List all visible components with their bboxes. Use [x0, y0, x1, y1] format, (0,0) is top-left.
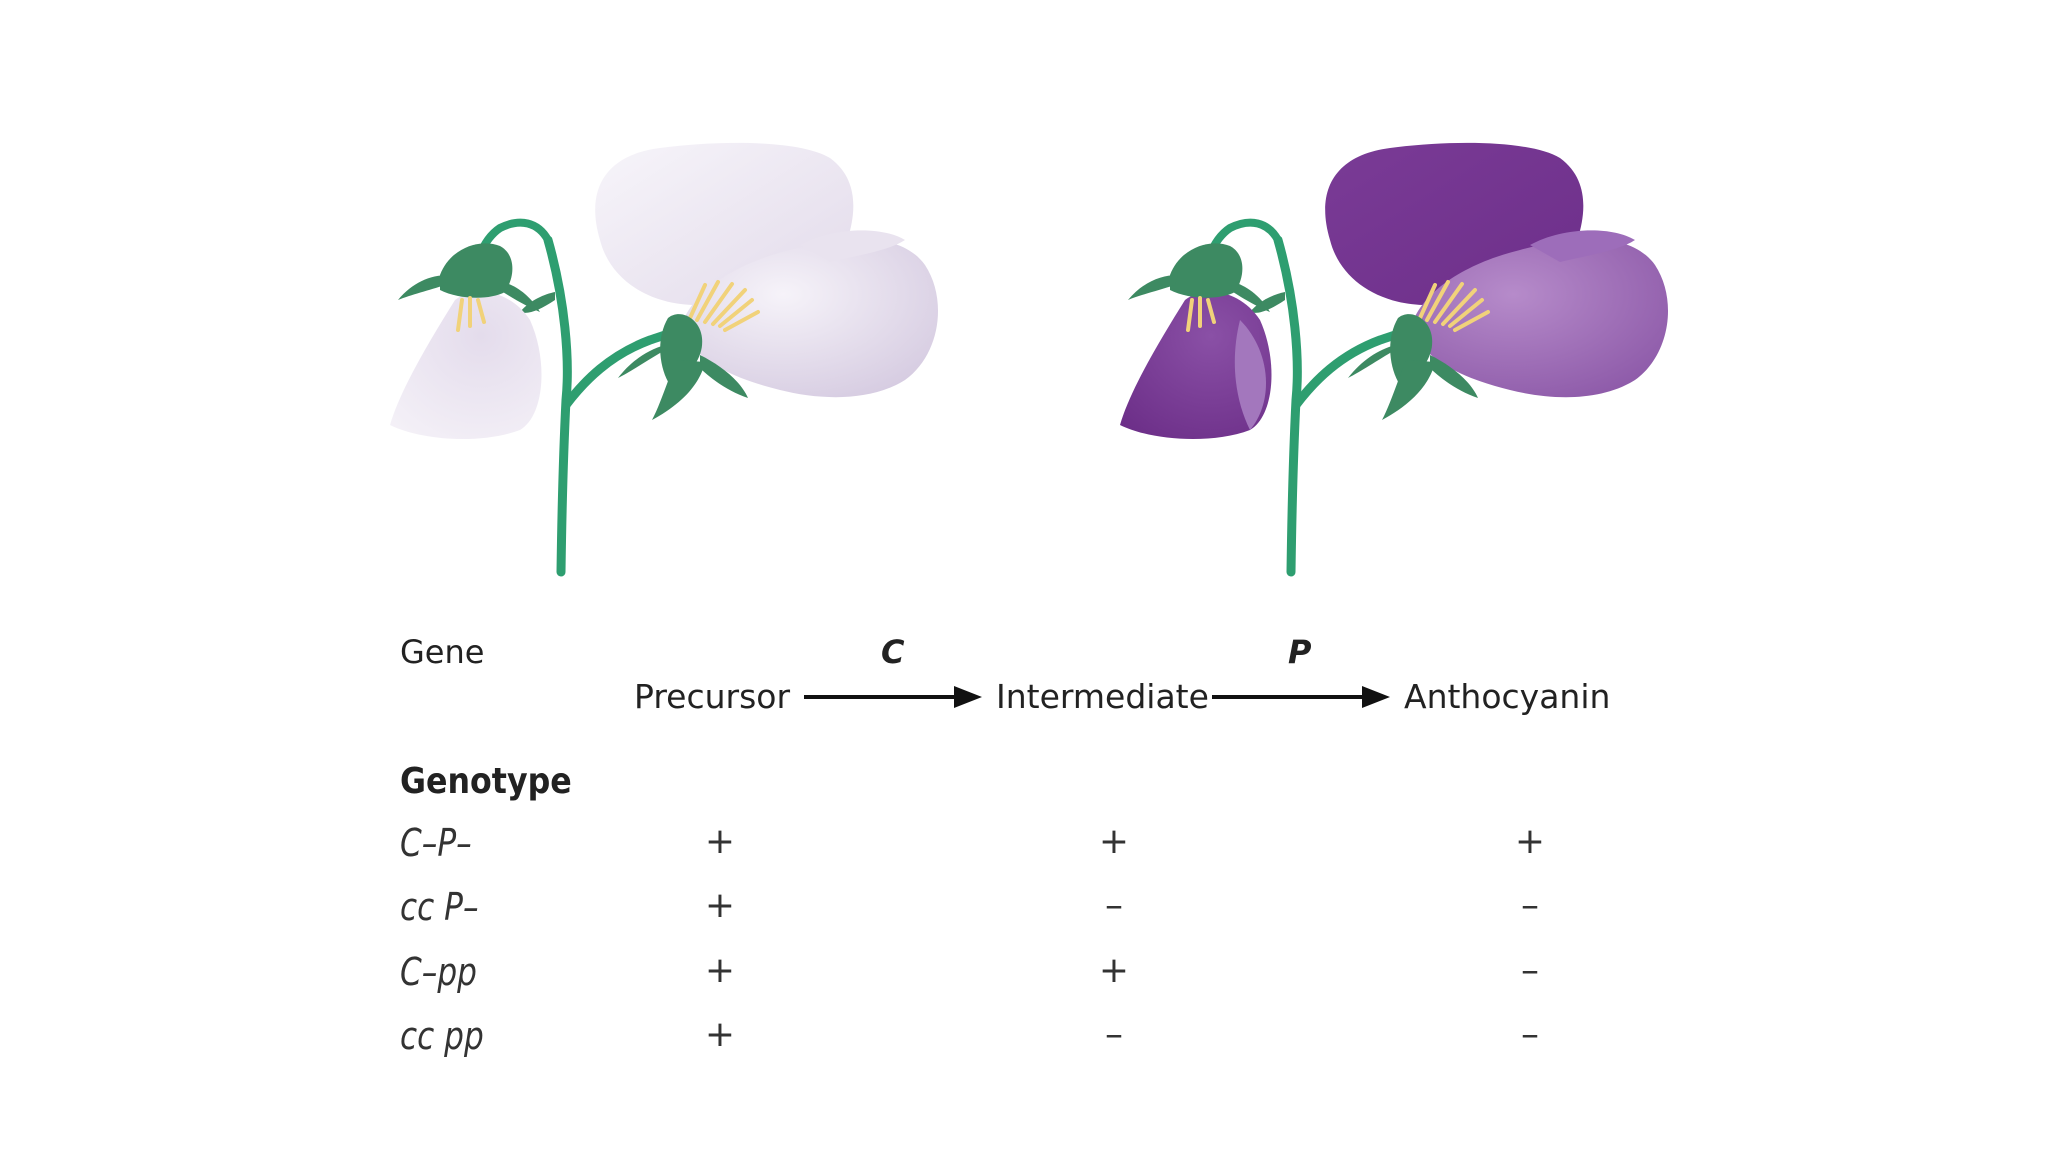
compound-intermediate: Intermediate: [996, 677, 1209, 716]
purple-flower-plant: [1120, 142, 1669, 577]
arrow-p: [1212, 686, 1390, 708]
table-row: cc P– + – –: [0, 888, 2048, 936]
genotype-label: cc P–: [400, 885, 479, 929]
precursor-cell: +: [704, 1014, 736, 1055]
arrow-c: [804, 686, 982, 708]
gene-label: Gene: [400, 633, 485, 671]
gene-p-label: P: [1288, 633, 1312, 671]
precursor-cell: +: [704, 885, 736, 926]
flower-illustration: [390, 142, 1669, 577]
table-row: C–pp + + –: [0, 953, 2048, 1001]
table-row: C–P– + + +: [0, 824, 2048, 872]
genotype-label: C–pp: [400, 950, 477, 994]
anthocyanin-cell: –: [1521, 885, 1539, 926]
precursor-cell: +: [704, 821, 736, 862]
precursor-cell: +: [704, 950, 736, 991]
white-flower-plant: [390, 142, 939, 577]
table-row: cc pp + – –: [0, 1017, 2048, 1065]
anthocyanin-cell: –: [1521, 1014, 1539, 1055]
compound-anthocyanin: Anthocyanin: [1404, 677, 1611, 716]
genotype-header: Genotype: [400, 761, 572, 802]
compound-precursor: Precursor: [634, 677, 791, 716]
genotype-label: cc pp: [400, 1014, 484, 1058]
genotype-label: C–P–: [400, 821, 472, 865]
intermediate-cell: +: [1098, 821, 1130, 862]
intermediate-cell: –: [1105, 885, 1123, 926]
anthocyanin-cell: +: [1514, 821, 1546, 862]
gene-c-label: C: [881, 633, 905, 671]
intermediate-cell: +: [1098, 950, 1130, 991]
anthocyanin-cell: –: [1521, 950, 1539, 991]
intermediate-cell: –: [1105, 1014, 1123, 1055]
